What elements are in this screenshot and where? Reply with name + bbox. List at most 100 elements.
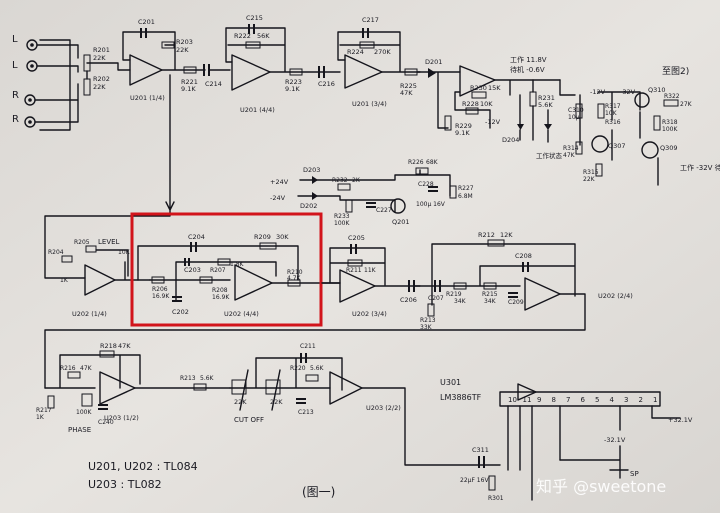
cap-c311 — [478, 456, 480, 468]
resistor-r204 — [61, 255, 73, 263]
r204-label: R204 — [48, 249, 64, 256]
resistor-r317 — [597, 103, 605, 119]
resistor-r230 — [471, 91, 487, 99]
r215-label: R215 — [482, 291, 498, 298]
c209-label: C209 — [508, 299, 524, 306]
r204-value: 1K — [60, 277, 69, 284]
pot-phase — [81, 393, 93, 407]
c217-label: C217 — [362, 16, 379, 24]
r203-label: R203 — [176, 38, 193, 46]
r213-label: R213 — [420, 317, 436, 324]
resistor-r221 — [183, 66, 197, 74]
neg12-label: -12V — [485, 118, 501, 126]
u203-1-label: U203 (1/2) — [104, 414, 139, 422]
r231-label: R231 — [538, 94, 555, 102]
ic-pin-label: 3 — [624, 396, 628, 404]
resistor-r222 — [245, 41, 261, 49]
c228-value: 100μ 16V — [416, 201, 446, 208]
cap-c310 — [575, 103, 583, 119]
u201-4-label: U201 (4/4) — [240, 106, 275, 114]
cap-c217 — [362, 28, 364, 38]
r208-label: R208 — [212, 287, 228, 294]
ic-pin-label: 2 — [639, 396, 643, 404]
opamp-u203-2 — [329, 371, 363, 405]
resistor-r213b — [193, 383, 207, 391]
c207-label: C207 — [428, 295, 444, 302]
r219-label: R219 — [446, 291, 462, 298]
highlight-box — [130, 212, 323, 327]
resistor-r226 — [415, 167, 429, 175]
pot-cutoff-1 — [231, 379, 247, 395]
zener-d204 — [517, 124, 524, 130]
resistor-r301 — [488, 475, 496, 491]
resistor-r315 — [595, 163, 603, 177]
r213b-label: R213 — [180, 375, 196, 382]
resistor-r228 — [465, 107, 479, 115]
r216-label: R216 — [60, 365, 76, 372]
r221-value: 9.1K — [181, 85, 196, 93]
r224-label: R224 — [347, 48, 364, 56]
r318-label: R318 — [662, 119, 678, 126]
pot-22k-1: 22K — [234, 398, 247, 406]
diode-d201 — [428, 68, 436, 78]
opamp-u201-1 — [129, 54, 163, 86]
resistor-r207 — [217, 258, 231, 266]
resistor-r217 — [47, 395, 55, 409]
cap-c201 — [140, 28, 142, 38]
r207-label: R207 — [210, 267, 226, 274]
led-d205 — [544, 124, 552, 130]
level-label: LEVEL — [98, 238, 120, 246]
figure-caption: (图一) — [302, 485, 335, 499]
r317-value: 10K — [605, 110, 618, 117]
r212-value: 12K — [500, 231, 513, 239]
d202-label: D202 — [300, 202, 317, 210]
r231-value: 5.6K — [538, 101, 553, 109]
r225-label: R225 — [400, 82, 417, 90]
transistor-q307 — [591, 135, 609, 153]
r223-value: 9.1K — [285, 85, 300, 93]
cap-c205 — [350, 244, 352, 254]
r216-value: 47K — [80, 365, 93, 372]
q310-label: Q310 — [648, 86, 666, 94]
c211-label: C211 — [300, 343, 316, 350]
resistor-r208 — [199, 276, 213, 284]
c202-label: C202 — [172, 308, 189, 316]
cap-c213 — [296, 398, 306, 400]
r228-label: R228 — [462, 100, 479, 108]
cap-c214 — [203, 64, 205, 76]
opamp-u203-1 — [99, 371, 136, 405]
r207-value: 1.8K — [230, 261, 245, 268]
speaker-label: SP — [630, 470, 639, 478]
r232-value: 2K — [352, 177, 361, 184]
pot-cutoff-2 — [265, 379, 281, 395]
resistor-r314 — [575, 141, 583, 155]
q201-label: Q201 — [392, 218, 410, 226]
resistor-r215 — [483, 282, 497, 290]
cap-c228 — [428, 186, 438, 188]
c227-label: C227 — [376, 207, 392, 214]
cap-c208 — [522, 262, 524, 272]
resistor-r212 — [487, 239, 505, 247]
cap-c240 — [98, 404, 108, 406]
r317-label: R317 — [605, 103, 621, 110]
cap-c227 — [366, 202, 376, 204]
r220-label: R220 — [290, 365, 306, 372]
r318-value: 100K — [662, 126, 678, 133]
r322-label: R322 — [664, 93, 680, 100]
watermark: 知乎 @sweetone — [536, 477, 666, 496]
c215-label: C215 — [246, 14, 263, 22]
c216-label: C216 — [318, 80, 335, 88]
u201-1-label: U201 (1/4) — [130, 94, 165, 102]
ic-pin-label: 9 — [537, 396, 541, 404]
pot-22k-2: 22K — [270, 398, 283, 406]
r217-value: 1K — [36, 414, 45, 421]
c208-label: C208 — [515, 252, 532, 260]
opamp-u202-2 — [524, 277, 561, 311]
r315-label: R315 — [583, 169, 599, 176]
resistor-r322 — [663, 99, 679, 107]
neg24-label: -24V — [270, 194, 286, 202]
c228-label: C228 — [418, 181, 434, 188]
ic-u301 — [499, 391, 661, 407]
state-note: 工作 -32V 待机 0V — [680, 163, 720, 172]
